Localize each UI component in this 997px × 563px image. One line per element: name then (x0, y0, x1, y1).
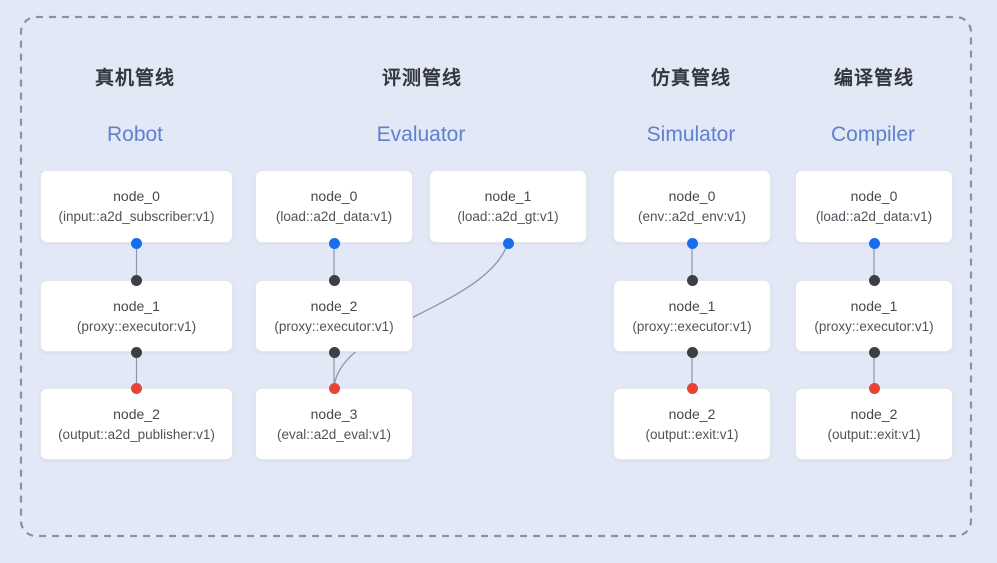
node-box-compiler-node2: node_2 (output::exit:v1) (795, 388, 953, 460)
node-type: (input::a2d_subscriber:v1) (58, 209, 215, 225)
input-port-dot (868, 274, 880, 286)
sink-port-dot (328, 382, 340, 394)
node-type: (output::exit:v1) (645, 426, 739, 442)
node-name: node_1 (850, 297, 898, 314)
pipeline-title-en-compiler: Compiler (830, 123, 916, 146)
node-box-robot-node0: node_0 (input::a2d_subscriber:v1) (40, 170, 233, 243)
node-name: node_1 (668, 297, 716, 314)
node-type: (env::a2d_env:v1) (637, 209, 747, 225)
node-type: (proxy::executor:v1) (274, 318, 394, 334)
output-port-dot (868, 346, 880, 358)
node-box-robot-node1: node_1 (proxy::executor:v1) (40, 280, 233, 352)
node-box-evaluator-node3: node_3 (eval::a2d_eval:v1) (255, 388, 413, 460)
output-port-dot (131, 237, 142, 249)
pipeline-title-en-robot: Robot (106, 123, 164, 146)
node-name: node_0 (668, 188, 716, 205)
node-type: (eval::a2d_eval:v1) (276, 426, 392, 442)
node-box-evaluator-node2: node_2 (proxy::executor:v1) (255, 280, 413, 352)
node-type: (output::exit:v1) (827, 426, 921, 442)
output-port-dot (131, 346, 142, 358)
node-type: (proxy::executor:v1) (76, 318, 197, 334)
pipeline-title-en-simulator: Simulator (646, 123, 736, 146)
output-port-dot (686, 237, 698, 249)
dashed-frame (19, 15, 973, 538)
node-name: node_1 (113, 297, 160, 314)
edge-curve-evaluator-gt (333, 242, 509, 389)
node-type: (load::a2d_data:v1) (275, 209, 393, 225)
straight-edges (135, 243, 875, 388)
pipeline-title-zh-simulator: 仿真管线 (650, 68, 732, 89)
node-box-compiler-node1: node_1 (proxy::executor:v1) (795, 280, 953, 352)
node-type: (output::a2d_publisher:v1) (58, 426, 215, 442)
node-name: node_2 (310, 297, 358, 314)
node-box-simulator-node2: node_2 (output::exit:v1) (613, 388, 771, 460)
input-port-dot (686, 274, 698, 286)
node-box-evaluator-node0: node_0 (load::a2d_data:v1) (255, 170, 413, 243)
sink-port-dot (868, 382, 880, 394)
node-name: node_1 (484, 188, 532, 205)
pipeline-title-zh-evaluator: 评测管线 (381, 68, 463, 89)
output-port-dot (868, 237, 880, 249)
node-type: (proxy::executor:v1) (814, 318, 934, 334)
output-port-dot (502, 237, 514, 249)
pipeline-title-zh-robot: 真机管线 (94, 68, 176, 89)
node-name: node_2 (850, 405, 898, 422)
pipeline-title-zh-compiler: 编译管线 (833, 68, 915, 89)
output-port-dot (686, 346, 698, 358)
node-name: node_3 (310, 405, 358, 422)
node-type: (load::a2d_data:v1) (815, 209, 933, 225)
sink-port-dot (686, 382, 698, 394)
node-type: (proxy::executor:v1) (632, 318, 752, 334)
sink-port-dot (131, 382, 142, 394)
node-box-evaluator-node1: node_1 (load::a2d_gt:v1) (429, 170, 587, 243)
node-box-simulator-node0: node_0 (env::a2d_env:v1) (613, 170, 771, 243)
node-box-robot-node2: node_2 (output::a2d_publisher:v1) (40, 388, 233, 460)
node-name: node_2 (113, 405, 160, 422)
node-name: node_0 (113, 188, 160, 205)
node-name: node_2 (668, 405, 716, 422)
node-name: node_0 (310, 188, 358, 205)
pipeline-title-en-evaluator: Evaluator (376, 123, 466, 146)
input-port-dot (131, 274, 142, 286)
output-port-dot (328, 237, 340, 249)
output-port-dot (328, 346, 340, 358)
node-type: (load::a2d_gt:v1) (457, 209, 559, 225)
node-name: node_0 (850, 188, 898, 205)
input-port-dot (328, 274, 340, 286)
node-box-simulator-node1: node_1 (proxy::executor:v1) (613, 280, 771, 352)
node-box-compiler-node0: node_0 (load::a2d_data:v1) (795, 170, 953, 243)
